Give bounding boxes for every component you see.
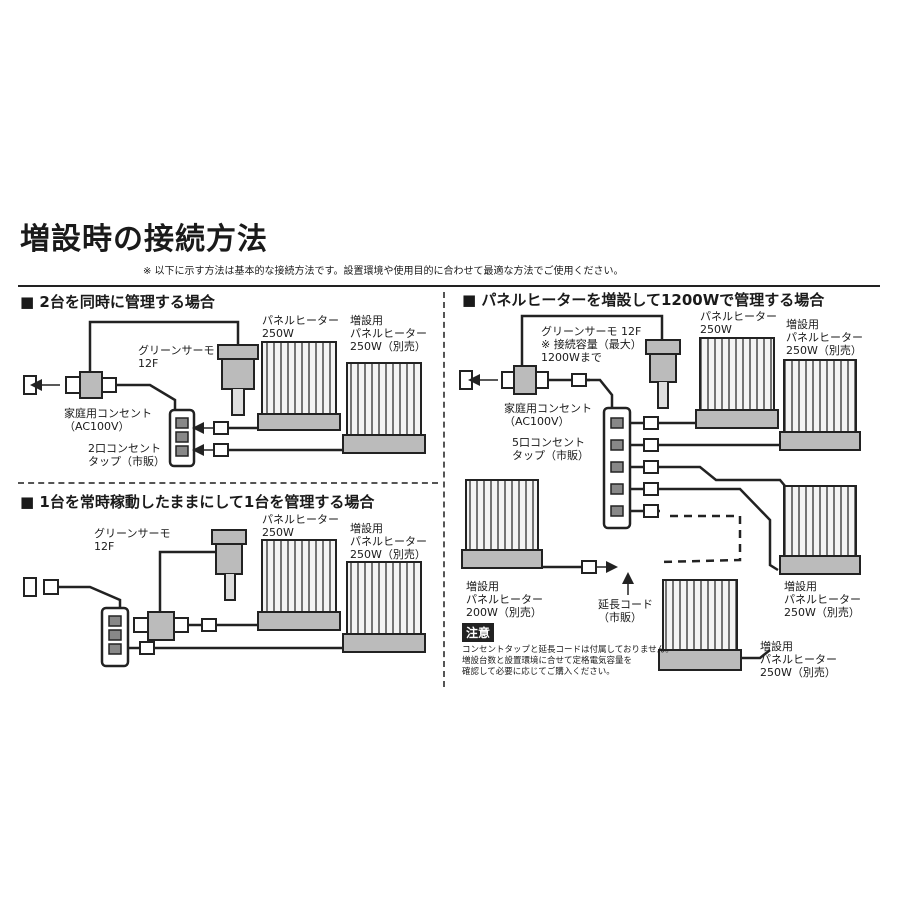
panel-heater-ext-icon-3a	[783, 359, 857, 435]
page-title: 増設時の接続方法	[20, 222, 268, 257]
s3-tap-label: 5口コンセント タップ（市販）	[512, 436, 589, 462]
usage-note: ※ 以下に示す方法は基本的な接続方法です。設置環境や使用目的に合わせて最適な方法…	[143, 266, 624, 277]
thermo-sensor-icon-3	[645, 339, 681, 355]
s2-heater-label: パネルヒーター 250W	[262, 513, 339, 539]
thermo-plug-icon-3	[513, 365, 537, 395]
wall-outlet-icon-3	[459, 370, 473, 390]
s1-tap-label: 2口コンセント タップ（市販）	[88, 442, 165, 468]
panel-heater-icon-3	[699, 337, 775, 413]
vertical-divider	[443, 292, 445, 687]
s2-thermo-label: グリーンサーモ 12F	[94, 527, 171, 553]
s3-outlet-label: 家庭用コンセント （AC100V）	[504, 402, 592, 428]
caution-badge: 注意	[462, 623, 495, 642]
panel-heater-200w-icon	[465, 479, 539, 553]
s1-heater-ext-label: 増設用 パネルヒーター 250W（別売）	[350, 314, 427, 353]
wall-outlet-icon-2	[23, 577, 37, 597]
s2-heater-ext-label: 増設用 パネルヒーター 250W（別売）	[350, 522, 427, 561]
s3-extension-label: 延長コード （市販）	[598, 598, 653, 624]
thermo-plug-icon-2	[147, 611, 175, 641]
s3-heater-ext1-label: 増設用 パネルヒーター 250W（別売）	[786, 318, 863, 357]
section2-heading: ■ 1台を常時稼動したままにして1台を管理する場合	[20, 493, 375, 511]
section3-diagram	[459, 314, 861, 671]
s1-outlet-label: 家庭用コンセント （AC100V）	[64, 407, 152, 433]
panel-heater-ext-icon-3b	[783, 485, 857, 559]
caution-text: コンセントタップと延長コードは付属しておりません。 増設台数と設置環境に合せて定…	[462, 645, 674, 677]
panel-heater-ext-icon	[346, 362, 422, 438]
s3-heater-ext2-label: 増設用 パネルヒーター 250W（別売）	[784, 580, 861, 619]
thermo-plug-icon	[79, 371, 103, 399]
title-rule	[18, 285, 880, 287]
panel-heater-ext-icon-2	[346, 561, 422, 637]
s3-heater-label: パネルヒーター 250W	[700, 310, 777, 336]
panel-heater-ext-icon-3c	[662, 579, 738, 653]
s1-thermo-label: グリーンサーモ 12F	[138, 344, 215, 370]
section2-diagram	[23, 529, 426, 668]
wall-outlet-icon	[23, 375, 37, 395]
thermo-sensor-icon-2	[211, 529, 247, 545]
thermo-sensor-icon	[217, 344, 259, 360]
s3-heater-ext3-label: 増設用 パネルヒーター 250W（別売）	[760, 640, 837, 679]
section3-heading: ■ パネルヒーターを増設して1200Wで管理する場合	[462, 291, 825, 309]
s1-heater-label: パネルヒーター 250W	[262, 314, 339, 340]
horizontal-divider	[18, 482, 438, 484]
panel-heater-icon	[261, 341, 337, 417]
s3-heater-200w-label: 増設用 パネルヒーター 200W（別売）	[466, 580, 543, 619]
s3-thermo-label: グリーンサーモ 12F ※ 接続容量（最大） 1200Wまで	[541, 325, 642, 364]
panel-heater-icon-2	[261, 539, 337, 615]
section1-heading: ■ 2台を同時に管理する場合	[20, 293, 215, 311]
section1-diagram	[23, 320, 426, 468]
